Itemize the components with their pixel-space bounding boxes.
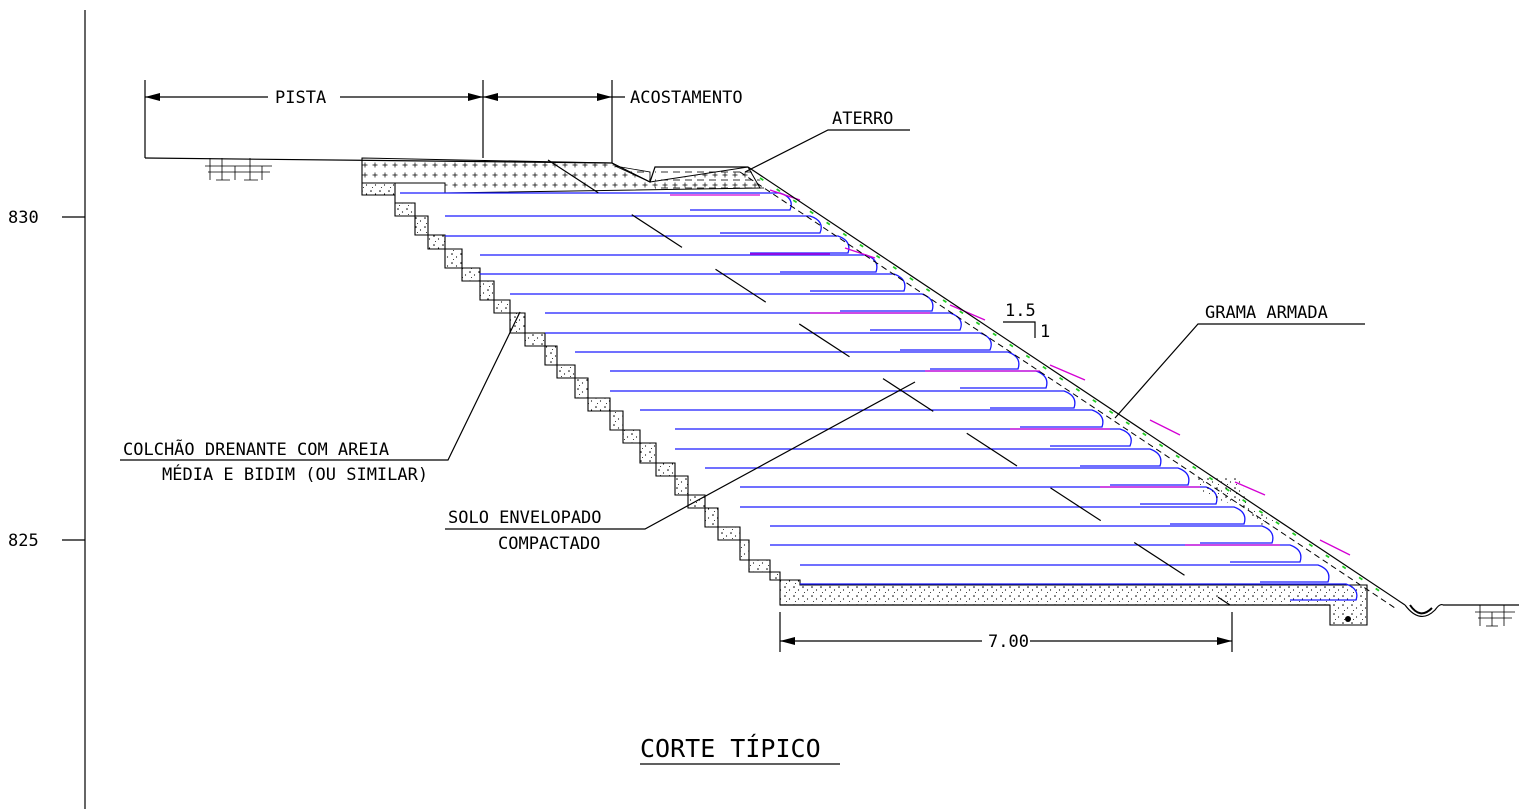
aterro-leader [744, 129, 910, 173]
arrow-left [145, 93, 160, 101]
failure-surface-line [547, 159, 1231, 606]
drainage-blanket [361, 158, 1368, 626]
slope-fill-patch-1 [1195, 478, 1250, 510]
elevation-label-830: 830 [8, 208, 39, 228]
grama-armada-label: GRAMA ARMADA [1205, 303, 1328, 323]
elevation-axis: 830 825 [8, 10, 86, 809]
slope-horizontal-label: 1.5 [1005, 301, 1036, 321]
solo-label-line2: COMPACTADO [498, 534, 600, 554]
ground-symbol-right [1475, 605, 1515, 627]
drain-pipe [1345, 616, 1351, 622]
aterro-label: ATERRO [832, 109, 893, 129]
facing-layers [670, 189, 1351, 556]
colchao-callout: COLCHÃO DRENANTE COM AREIA MÉDIA E BIDIM… [120, 311, 521, 485]
solo-callout: SOLO ENVELOPADO COMPACTADO [445, 381, 916, 554]
slope-ratio: 1.5 1 [1003, 301, 1050, 342]
base-arrow-left [780, 637, 795, 645]
base-dimension: 7.00 [779, 612, 1233, 652]
arrow-right [597, 93, 612, 101]
title-text: CORTE TÍPICO [640, 734, 821, 763]
ground-symbol-left [205, 158, 272, 181]
base-width-label: 7.00 [988, 632, 1029, 652]
toe-ditch [1404, 603, 1519, 627]
slope-face [739, 166, 1406, 609]
aterro-callout: ATERRO [744, 109, 910, 173]
drawing-title: CORTE TÍPICO [640, 734, 840, 765]
slope-ratio-bracket [1003, 321, 1036, 338]
slope-line [747, 166, 1406, 606]
top-dimensions: PISTA ACOSTAMENTO [144, 80, 743, 163]
acostamento-label: ACOSTAMENTO [630, 88, 743, 108]
pista-label: PISTA [275, 88, 326, 108]
shoulder-hatch [614, 165, 651, 183]
solo-label-line1: SOLO ENVELOPADO [448, 508, 602, 528]
arrow-mid-left [468, 93, 483, 101]
colchao-leader [120, 311, 521, 461]
grama-armada-leader [1114, 323, 1365, 419]
slope-fill-patch-2 [1240, 505, 1280, 525]
arrow-mid-right [483, 93, 498, 101]
grass-reinforcement [759, 177, 1391, 599]
ditch-lining [1409, 604, 1433, 615]
slope-vertical-label: 1 [1040, 322, 1050, 342]
elevation-label-825: 825 [8, 531, 39, 551]
base-arrow-right [1217, 637, 1232, 645]
road-surface [144, 157, 770, 194]
slope-inner-line [739, 171, 1396, 609]
colchao-label-line1: COLCHÃO DRENANTE COM AREIA [123, 438, 389, 460]
solo-leader [445, 381, 916, 530]
colchao-label-line2: MÉDIA E BIDIM (OU SIMILAR) [162, 463, 428, 485]
ditch-profile [1404, 603, 1444, 617]
geogrid-layers [400, 192, 1358, 601]
aterro-fill [655, 168, 770, 190]
grama-armada-callout: GRAMA ARMADA [1114, 303, 1365, 419]
